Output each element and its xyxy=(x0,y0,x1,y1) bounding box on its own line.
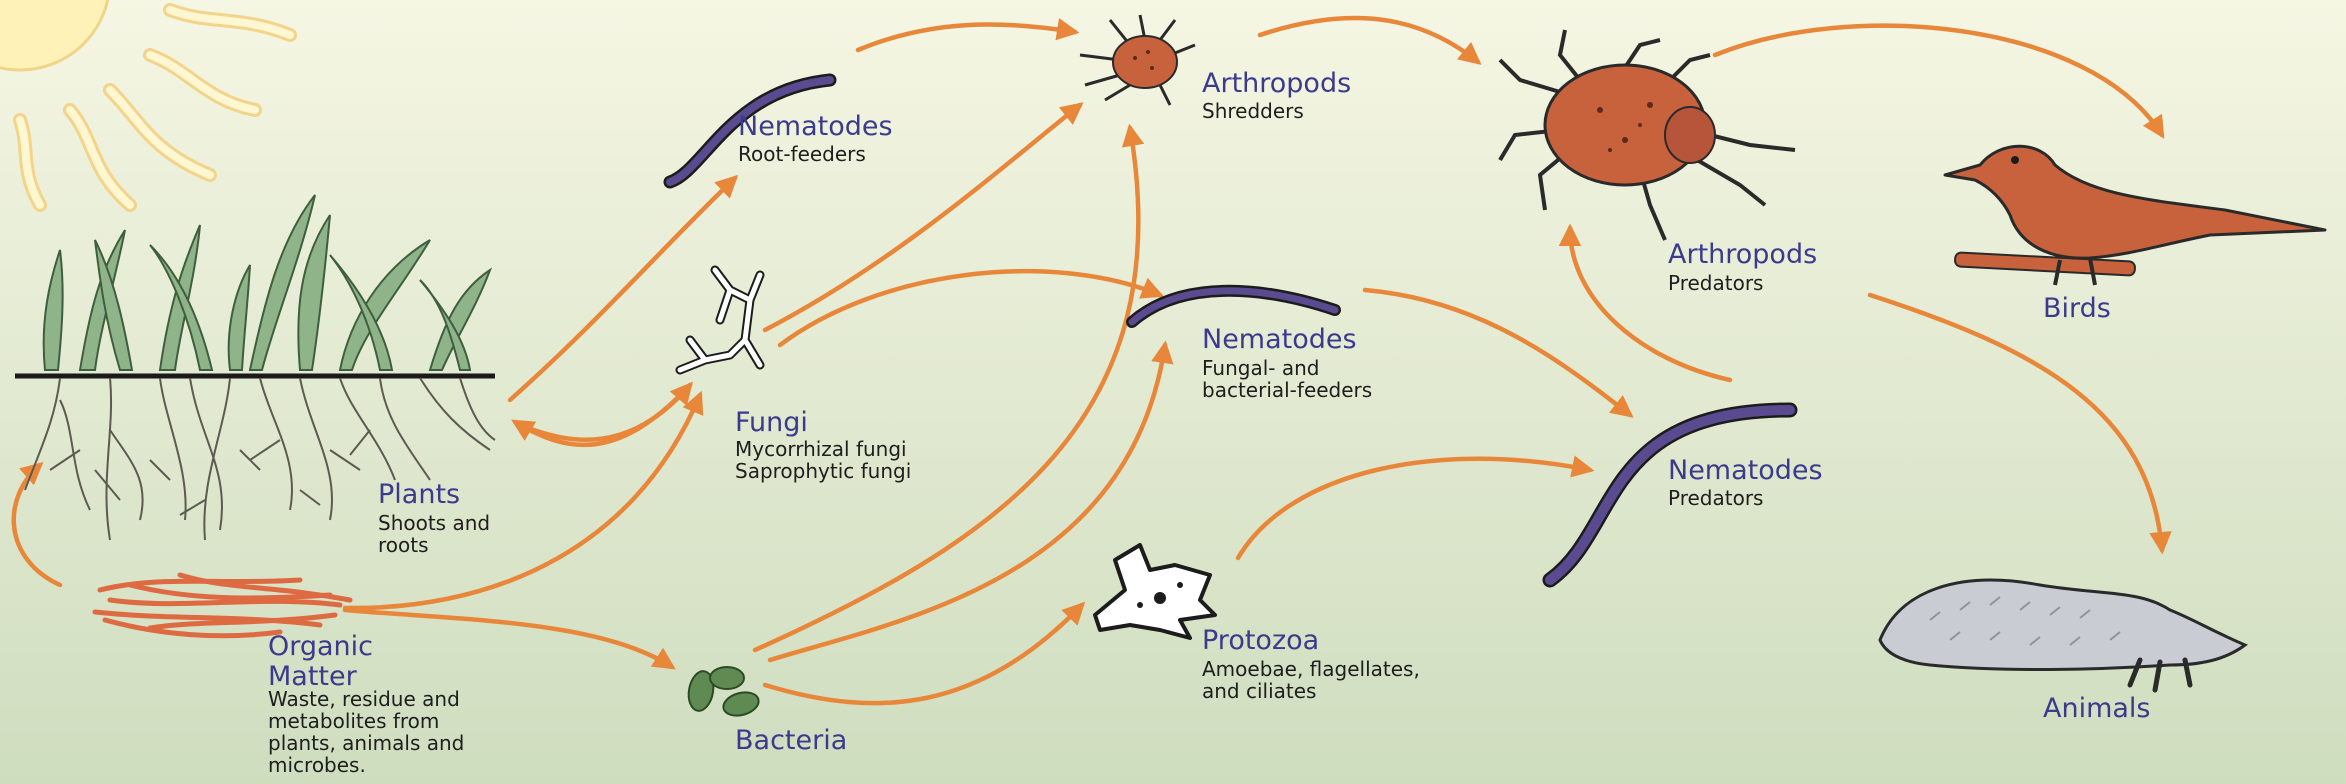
arthropods-predators-title: Arthropods xyxy=(1668,240,1817,270)
plants-description: Shoots and roots xyxy=(378,512,490,556)
arthropods-shredders-description: Shredders xyxy=(1202,100,1304,122)
plants-title: Plants xyxy=(378,480,460,510)
arthropods-predators-description: Predators xyxy=(1668,272,1763,294)
organic-matter-description: Waste, residue and metabolites from plan… xyxy=(268,688,464,776)
fungi-title: Fungi xyxy=(735,408,808,438)
protozoa-title: Protozoa xyxy=(1202,626,1319,656)
fungi-description: Mycorrhizal fungi Saprophytic fungi xyxy=(735,438,911,482)
nematodes-fungal-description: Fungal- and bacterial-feeders xyxy=(1202,357,1372,401)
nematodes-predators-title: Nematodes xyxy=(1668,456,1823,486)
birds-title: Birds xyxy=(2043,294,2111,324)
organic-matter-title: Organic Matter xyxy=(268,632,373,692)
nematodes-root-title: Nematodes xyxy=(738,112,893,142)
protozoa-description: Amoebae, flagellates, and ciliates xyxy=(1202,658,1420,702)
nematodes-predators-description: Predators xyxy=(1668,487,1763,509)
arthropods-shredders-title: Arthropods xyxy=(1202,69,1351,99)
bacteria-title: Bacteria xyxy=(735,726,847,756)
nematodes-fungal-title: Nematodes xyxy=(1202,325,1357,355)
nematodes-root-description: Root-feeders xyxy=(738,143,866,165)
animals-title: Animals xyxy=(2043,694,2151,724)
